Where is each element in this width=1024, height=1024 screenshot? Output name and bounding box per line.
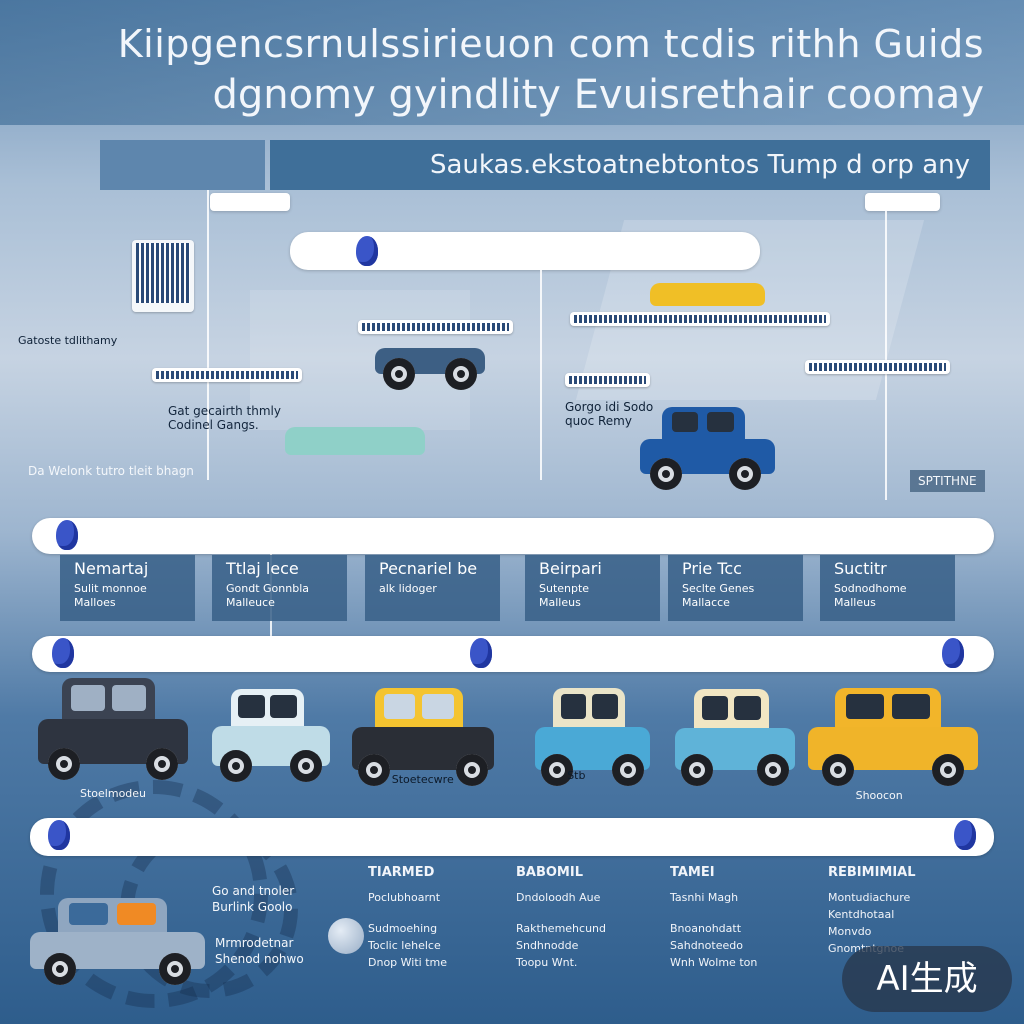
timeline-connector xyxy=(885,200,887,500)
car-illustration xyxy=(30,897,205,985)
column-text: Dndoloodh Aue xyxy=(516,891,601,904)
info-chip xyxy=(152,368,302,382)
tab-title: Ttlaj lece xyxy=(226,559,299,578)
info-chip xyxy=(570,312,830,326)
category-tab[interactable]: Prie Tcc Seclte Genes Mallacce xyxy=(668,555,803,621)
car-label: Stoetecwre xyxy=(391,773,454,786)
info-column: TAMEI Tasnhi Magh Bnoanohdatt Sahdnoteed… xyxy=(670,865,757,970)
tab-line: Sutenpte xyxy=(539,582,590,595)
category-tab[interactable]: Suctitr Sodnodhome Malleus xyxy=(820,555,955,621)
timeline-connector xyxy=(540,270,542,480)
info-column: BABOMIL Dndoloodh Aue Rakthemehcund Sndh… xyxy=(516,865,606,970)
category-tab[interactable]: Ttlaj lece Gondt Gonnbla Malleuce xyxy=(212,555,347,621)
subtitle-bar-left xyxy=(100,140,265,190)
category-tab[interactable]: Nemartaj Sulit monnoe Malloes xyxy=(60,555,195,621)
tab-line: Malleus xyxy=(834,596,876,609)
car-label: Stb xyxy=(567,769,586,782)
tab-line: Malloes xyxy=(74,596,116,609)
timeline-marker-icon xyxy=(56,520,78,550)
column-text: Sndhnodde xyxy=(516,939,579,952)
page-subtitle: Saukas.ekstoatnebtontos Tump d orp any xyxy=(270,140,990,190)
timeline-note: Gatoste tdlithamy xyxy=(18,334,118,347)
timeline-note: Da Welonk tutro tleit bhagn xyxy=(28,464,194,478)
column-heading: TIARMED xyxy=(368,865,435,880)
category-tabs: Nemartaj Sulit monnoe Malloes Ttlaj lece… xyxy=(60,555,960,621)
column-text: Montudiachure xyxy=(828,891,911,904)
timeline-note: SPTITHNE xyxy=(910,470,985,492)
timeline-bar-1 xyxy=(32,518,994,554)
column-heading: REBIMIMIAL xyxy=(828,865,916,880)
tab-title: Prie Tcc xyxy=(682,559,742,578)
page-title-line-2: dgnomy gyindlity Evuisrethair coomay xyxy=(212,72,984,118)
timeline-marker-icon xyxy=(942,638,964,668)
bottom-left-text: Shenod nohwo xyxy=(215,952,304,966)
tab-line: Malleuce xyxy=(226,596,275,609)
bottom-left-text: Mrmrodetnar xyxy=(215,936,294,950)
page-title-line-1: Kiipgencsrnulssirieuon com tcdis rithh G… xyxy=(117,22,984,66)
info-column: TIARMED Poclubhoarnt Sudmoehing Toclic l… xyxy=(368,865,447,970)
ai-generated-badge: AI生成 xyxy=(842,946,1012,1012)
car-illustration xyxy=(285,415,425,455)
timeline-marker-icon xyxy=(954,820,976,850)
car-illustration: Stb xyxy=(535,687,650,786)
column-text: Tasnhi Magh xyxy=(670,891,739,904)
car-illustration xyxy=(375,330,485,390)
tab-line: Sulit monnoe xyxy=(74,582,147,595)
timeline-note: Gorgo idi Sodo quoc Remy xyxy=(565,400,654,428)
timeline-marker-icon xyxy=(52,638,74,668)
timeline-marker-icon xyxy=(356,236,378,266)
category-tab[interactable]: Pecnariel be alk lidoger xyxy=(365,555,500,621)
info-chip xyxy=(132,240,194,312)
tab-line: Sodnodhome xyxy=(834,582,907,595)
tab-line: Seclte Genes xyxy=(682,582,755,595)
column-heading: BABOMIL xyxy=(516,865,583,880)
info-chip xyxy=(805,360,950,374)
timeline-bar-small xyxy=(210,193,290,211)
column-text: Toopu Wnt. xyxy=(516,956,578,969)
column-heading: TAMEI xyxy=(670,865,715,880)
car-illustration: Stoelmodeu xyxy=(38,678,188,800)
timeline-note: Gat gecairth thmly Codinel Gangs. xyxy=(168,404,281,432)
circle-icon xyxy=(328,918,364,954)
column-text: Dnop Witi tme xyxy=(368,956,448,969)
bottom-left-text: Burlink Goolo xyxy=(212,900,293,914)
column-text: Wnh Wolme ton xyxy=(670,956,758,969)
car-illustration xyxy=(650,268,765,310)
car-illustration: Stoetecwre xyxy=(352,687,494,786)
info-chip xyxy=(358,320,513,334)
column-text: Kentdhotaal xyxy=(828,908,895,921)
tab-title: Beirpari xyxy=(539,559,602,578)
header-banner: Kiipgencsrnulssirieuon com tcdis rithh G… xyxy=(0,0,1024,125)
tab-line: alk lidoger xyxy=(379,582,437,595)
column-text: Poclubhoarnt xyxy=(368,891,441,904)
tab-title: Nemartaj xyxy=(74,559,149,578)
info-column: REBIMIMIAL Montudiachure Kentdhotaal Mon… xyxy=(828,865,916,956)
car-label: Stoelmodeu xyxy=(80,787,147,800)
column-text: Monvdo xyxy=(828,925,872,938)
info-chip xyxy=(565,373,650,387)
car-illustration: Shoocon xyxy=(808,687,978,802)
timeline-bar-2 xyxy=(32,636,994,672)
category-tab[interactable]: Beirpari Sutenpte Malleus xyxy=(525,555,660,621)
tab-title: Suctitr xyxy=(834,559,887,578)
car-illustration xyxy=(675,689,795,786)
timeline-marker-icon xyxy=(470,638,492,668)
car-illustration xyxy=(212,688,330,782)
timeline-connector xyxy=(207,190,209,480)
column-text: Bnoanohdatt xyxy=(670,922,742,935)
tab-line: Mallacce xyxy=(682,596,730,609)
bottom-left-text: Go and tnoler xyxy=(212,884,295,898)
column-text: Toclic lehelce xyxy=(368,939,441,952)
timeline-bar-3 xyxy=(30,818,994,856)
tab-title: Pecnariel be xyxy=(379,559,478,578)
column-text: Sudmoehing xyxy=(368,922,438,935)
car-label: Shoocon xyxy=(855,789,903,802)
timeline-bar-small xyxy=(865,193,940,211)
timeline-marker-icon xyxy=(48,820,70,850)
tab-line: Malleus xyxy=(539,596,581,609)
column-text: Rakthemehcund xyxy=(516,922,606,935)
column-text: Sahdnoteedo xyxy=(670,939,743,952)
car-illustration xyxy=(640,406,775,490)
tab-line: Gondt Gonnbla xyxy=(226,582,309,595)
